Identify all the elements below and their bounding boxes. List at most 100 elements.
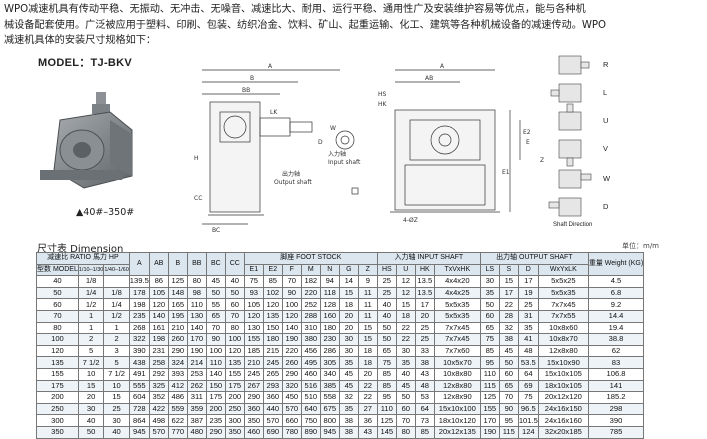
table-cell (103, 275, 130, 288)
table-cell: 268 (128, 321, 150, 335)
table-cell: 19 (517, 286, 539, 300)
table-cell: 380 (300, 333, 321, 346)
table-cell: 350 (224, 425, 245, 439)
table-cell: 2 (103, 333, 130, 346)
table-cell: 32x20x185 (537, 425, 589, 439)
table-cell: 65 (498, 379, 519, 393)
table-cell: 9.2 (587, 298, 645, 311)
table-cell: 18 (395, 309, 416, 323)
table-cell: 3 (103, 344, 130, 358)
table-cell: 41 (517, 333, 539, 346)
table-cell: 120 (224, 344, 245, 358)
table-cell: 141 (587, 379, 645, 393)
table-cell: 40 (36, 275, 79, 288)
table-cell: 190 (479, 425, 500, 439)
table-cell: 422 (148, 402, 169, 416)
table-cell: 387 (186, 414, 207, 427)
table-cell: 45 (395, 379, 416, 393)
table-cell: 50 (498, 356, 519, 369)
table-cell: 15 (338, 286, 359, 300)
table-cell: 65 (376, 344, 397, 358)
gearbox-photo (40, 92, 133, 189)
table-cell: 60 (36, 298, 79, 311)
col-bb: BB (186, 251, 207, 277)
table-cell: 140 (281, 321, 302, 335)
table-cell: 53 (414, 391, 435, 404)
table-cell: 360 (243, 402, 264, 416)
table-cell: 214 (186, 356, 207, 369)
table-cell: 30 (77, 402, 105, 416)
table-cell: 15 (357, 321, 378, 335)
table-cell: 18x10x120 (433, 414, 481, 427)
dim-label-hs: HS (378, 91, 387, 98)
table-cell: 27 (357, 402, 378, 416)
table-cell: 11 (357, 298, 378, 311)
table-cell: 60 (395, 402, 416, 416)
table-cell: 18 (338, 298, 359, 311)
table-cell: 50 (36, 286, 79, 300)
table-cell: 265 (262, 367, 283, 381)
table-cell: 245 (262, 356, 283, 369)
table-cell: 30 (338, 344, 359, 358)
output-shaft-cn: 出力轴 (282, 170, 300, 178)
table-cell: 480 (186, 425, 207, 439)
table-cell: 393 (167, 367, 188, 381)
table-cell: 115 (479, 379, 500, 393)
table-header-row-1: 减速比 RATIO 馬力 HP A AB B BB BC CC 脚座 FOOT … (36, 251, 645, 277)
table-cell: 90 (498, 402, 519, 416)
dim-label-ab: AB (425, 75, 433, 82)
table-cell: 155 (243, 333, 264, 346)
dimension-title: 尺寸表 Dimension (37, 244, 124, 255)
table-cell: 20 (414, 309, 435, 323)
table-cell: 120 (148, 298, 169, 311)
table-cell: 450 (281, 391, 302, 404)
table-cell: 101.5 (517, 414, 539, 427)
table-cell: 175 (205, 391, 226, 404)
table-cell: 864 (128, 414, 150, 427)
table-cell: 50 (395, 391, 416, 404)
col-u: U (395, 263, 416, 277)
col-hs: HS (376, 263, 397, 277)
table-cell: 231 (148, 344, 169, 358)
ratio-range-1: 1/10–1/30 (77, 263, 105, 277)
table-header-row-2: 型数 MODEL 1/10–1/30 1/40–1/60 E1 E2 F M N… (36, 263, 644, 277)
col-a: A (128, 251, 150, 277)
dim-label-bb: BB (242, 87, 250, 94)
table-cell: 6.8 (587, 286, 645, 300)
table-cell: 165 (167, 298, 188, 311)
table-cell: 182 (300, 275, 321, 288)
table-cell: 491 (128, 367, 150, 381)
shaft-direction-diagrams (548, 55, 592, 217)
table-cell: 155 (479, 402, 500, 416)
table-cell: 14.4 (587, 309, 645, 323)
table-cell: 70 (395, 414, 416, 427)
table-cell: 50 (224, 286, 245, 300)
table-cell: 215 (262, 344, 283, 358)
table-cell: 5 (103, 356, 130, 369)
table-cell: 5x5x25 (537, 275, 589, 288)
model-range: ▲40#–350# (76, 207, 135, 218)
table-cell: 30 (103, 414, 130, 427)
table-cell: 145 (376, 425, 397, 439)
dim-label-e1: E1 (502, 169, 510, 176)
table-cell: 25 (376, 286, 397, 300)
table-cell: 300 (36, 414, 79, 427)
table-cell: 325 (148, 379, 169, 393)
table-cell: 7x7x45 (433, 321, 481, 335)
table-cell: 4.5 (587, 275, 645, 288)
table-cell: 252 (300, 298, 321, 311)
table-cell: 64 (517, 367, 539, 381)
col-n: N (319, 263, 340, 277)
table-cell: 35 (338, 356, 359, 369)
table-cell: 110 (205, 356, 226, 369)
table-cell: 160 (319, 309, 340, 323)
table-cell: 32 (338, 391, 359, 404)
table-cell: 40 (103, 425, 130, 439)
table-cell: 170 (479, 414, 500, 427)
table-cell: 320 (281, 379, 302, 393)
table-cell: 120 (243, 309, 264, 323)
table-cell: 945 (319, 425, 340, 439)
table-cell: 118 (319, 286, 340, 300)
table-cell: 95 (479, 356, 500, 369)
input-shaft-en: Input shaft (328, 159, 361, 166)
